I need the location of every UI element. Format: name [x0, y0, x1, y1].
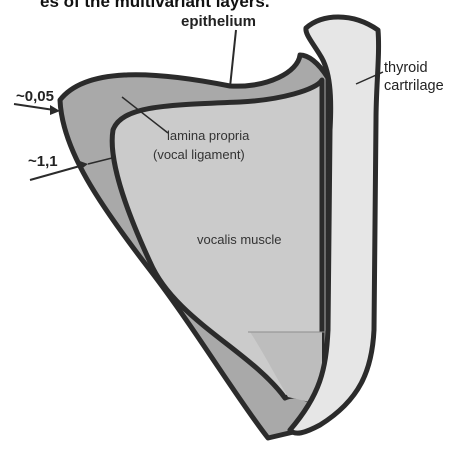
label-lamina-line2: (vocal ligament) — [153, 147, 245, 162]
label-thyroid-line1: thyroid — [384, 60, 428, 76]
epithelium-pointer — [230, 30, 236, 87]
label-epithelium: epithelium — [181, 13, 256, 30]
label-lamina-line1: lamina propria — [167, 128, 250, 143]
dimension-label-lamina: ~1,1 — [28, 153, 58, 170]
dimension-label-epithelium: ~0,05 — [16, 88, 54, 105]
label-thyroid-line2: cartrilage — [384, 78, 444, 94]
dimension-arrow-epithelium — [14, 104, 60, 115]
label-vocalis-muscle: vocalis muscle — [197, 232, 282, 247]
caption-fragment: es of the multivariant layers. — [40, 0, 270, 11]
